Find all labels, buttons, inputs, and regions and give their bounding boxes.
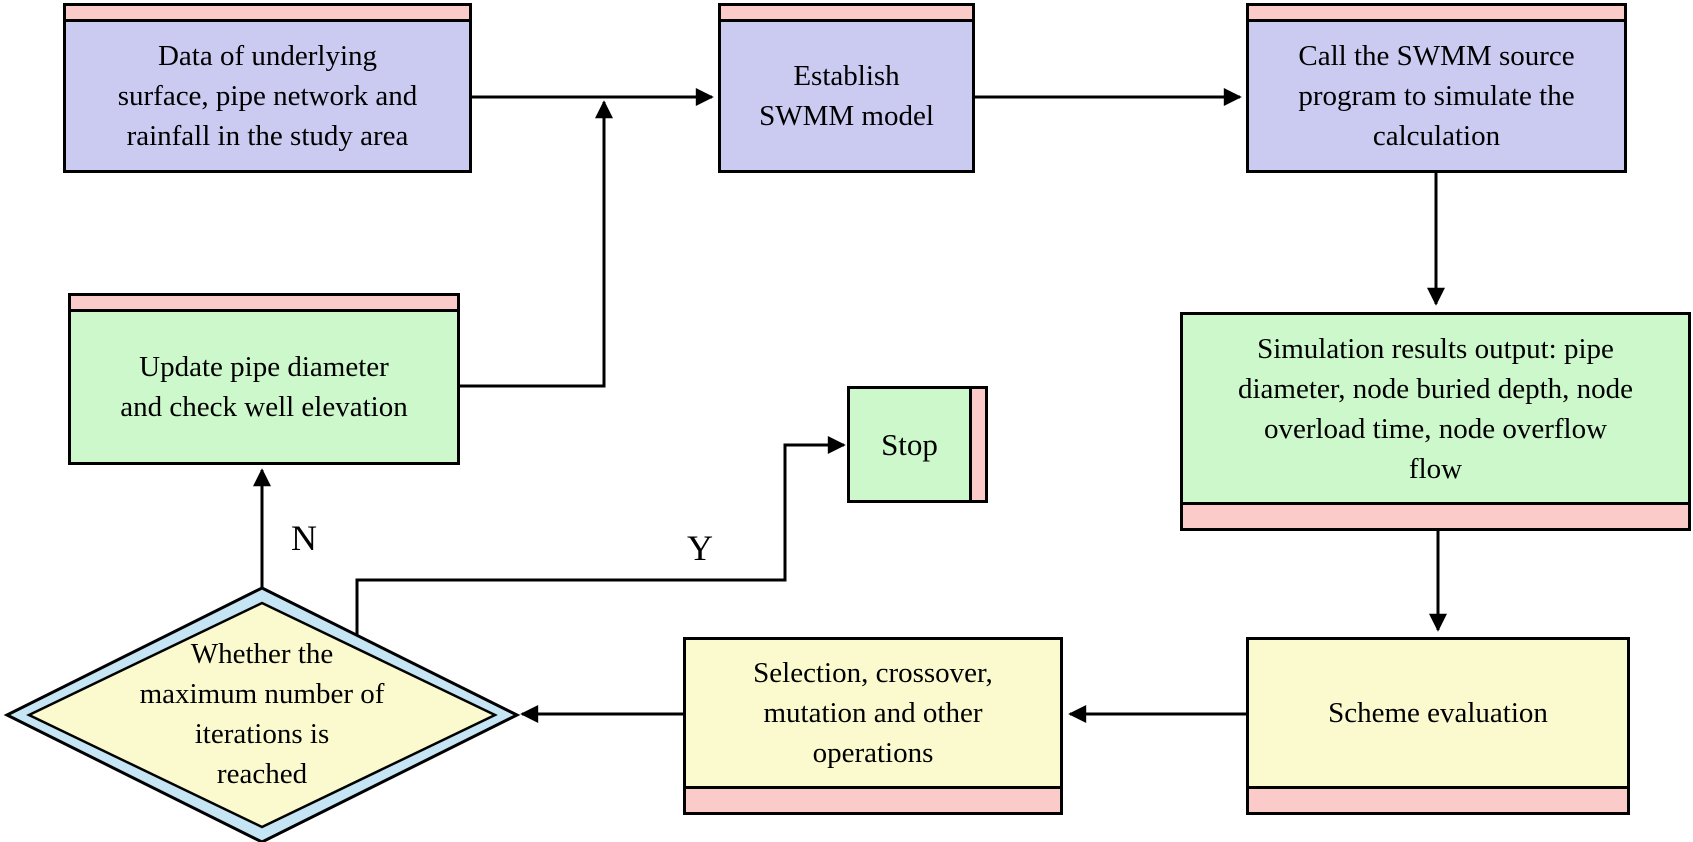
node-accent-bar [686,786,1060,812]
node-accent-bar [969,389,985,500]
node-selection-crossover-mutation: Selection, crossover, mutation and other… [683,637,1063,815]
node-accent-bar [721,6,972,22]
edge-decision-yes-to-stop [355,436,846,640]
branch-label-yes: Y [687,528,713,568]
node-accent-bar [1249,786,1627,812]
node-scheme-evaluation: Scheme evaluation [1246,637,1630,815]
node-label: Data of underlying surface, pipe network… [117,40,418,152]
node-simulation-results-output: Simulation results output: pipe diameter… [1180,312,1691,531]
node-accent-bar [1249,6,1624,22]
decision-diamond-inner-fill [26,601,498,829]
node-accent-bar [66,6,469,22]
node-label: Establish SWMM model [759,60,934,132]
node-establish-swmm-model: Establish SWMM model [718,3,975,173]
edge-update-to-establish-junction [460,100,613,388]
node-label: Stop [881,426,938,462]
node-update-pipe-diameter: Update pipe diameter and check well elev… [68,293,460,465]
node-input-data: Data of underlying surface, pipe network… [63,3,472,173]
branch-label-no: N [291,518,317,558]
decision-label: Whether the maximum number of iterations… [139,638,385,790]
node-stop: Stop [847,386,988,503]
node-label: Selection, crossover, mutation and other… [753,657,993,769]
node-decision-diamond [3,586,521,842]
node-accent-bar [1183,502,1688,528]
node-label: Simulation results output: pipe diameter… [1237,332,1634,485]
node-accent-bar [71,296,457,312]
node-call-swmm-program: Call the SWMM source program to simulate… [1246,3,1627,173]
node-label: Scheme evaluation [1328,697,1548,729]
node-label: Call the SWMM source program to simulate… [1298,40,1575,152]
node-label: Update pipe diameter and check well elev… [120,351,408,423]
